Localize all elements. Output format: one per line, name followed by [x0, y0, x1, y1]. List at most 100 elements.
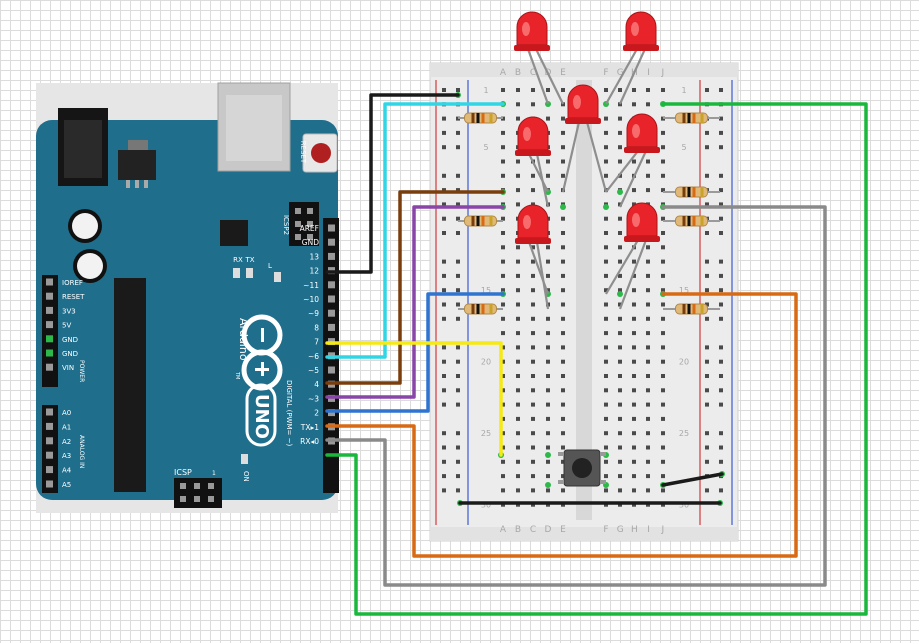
- digital-pin-label: ~6: [308, 352, 319, 361]
- analog-pin-socket[interactable]: [46, 408, 53, 416]
- digital-pin-socket[interactable]: [328, 252, 335, 260]
- breadboard-column-label: J: [660, 525, 664, 535]
- red-led: [515, 116, 551, 208]
- breadboard-column-label: B: [515, 525, 521, 535]
- analog-pin-socket[interactable]: [46, 466, 53, 474]
- red-led: [514, 11, 564, 105]
- analog-pin-label: A5: [62, 481, 71, 489]
- digital-pin-label: 4: [314, 380, 319, 389]
- digital-pin-label: 7: [314, 338, 319, 347]
- power-header: [42, 275, 58, 387]
- digital-pin-socket[interactable]: [328, 366, 335, 374]
- breadboard-column-label: A: [500, 68, 507, 78]
- arduino-uno-board: [36, 82, 339, 513]
- power-pin-label: 3V3: [62, 307, 76, 315]
- reset-button[interactable]: [302, 133, 338, 173]
- analog-pin-label: A0: [62, 409, 71, 417]
- breadboard-column-label: G: [617, 525, 624, 535]
- breadboard-column-label: A: [500, 525, 507, 535]
- power-pin-socket[interactable]: [46, 278, 53, 286]
- analog-pin-socket[interactable]: [46, 480, 53, 488]
- analog-pin-socket[interactable]: [46, 451, 53, 459]
- uno-badge: [245, 383, 277, 447]
- breadboard-column-label: B: [515, 68, 521, 78]
- wire-purple-pin6: [325, 205, 505, 399]
- digital-pin-label: ~11: [303, 281, 319, 290]
- red-led: [515, 204, 551, 310]
- digital-pin-socket[interactable]: [328, 323, 335, 331]
- power-pin-label: GND: [62, 350, 78, 358]
- icsp-header: [174, 478, 222, 508]
- digital-pin-label: AREF: [300, 224, 319, 233]
- wire-brown-pin7: [325, 190, 505, 385]
- digital-pin-label: ~5: [308, 366, 319, 375]
- digital-pin-label: 2: [314, 409, 319, 418]
- breadboard-column-label: D: [545, 525, 552, 535]
- digital-pin-socket[interactable]: [328, 295, 335, 303]
- red-led: [561, 84, 608, 193]
- on-label: ON: [242, 471, 250, 482]
- breadboard-column-label: C: [530, 525, 536, 535]
- power-pin-label: 5V: [62, 322, 71, 330]
- wire-gray-pin3: [325, 205, 827, 587]
- breadboard-row-label: 15: [481, 286, 491, 295]
- breadboard-column-label: H: [631, 525, 638, 535]
- analog-pin-label: A1: [62, 423, 71, 431]
- resistor: [458, 303, 503, 315]
- digital-header-label: DIGITAL (PWM= ~): [285, 380, 293, 446]
- analog-pin-label: A4: [62, 467, 72, 475]
- breadboard-column-label: G: [617, 68, 624, 78]
- rx-label: RX: [233, 256, 243, 264]
- pushbutton[interactable]: [558, 449, 606, 487]
- tx-label: TX: [244, 256, 254, 264]
- breadboard-row-label: 25: [679, 429, 689, 438]
- power-pin-label: IOREF: [62, 279, 83, 287]
- breadboard-column-label: E: [560, 525, 566, 535]
- arduino-logo: [241, 314, 283, 391]
- power-pin-label: VIN: [62, 364, 74, 372]
- power-pin-socket[interactable]: [46, 363, 53, 371]
- wire-black-gnd: [325, 93, 460, 274]
- resistor: [663, 186, 720, 198]
- icsp-label: ICSP: [174, 468, 192, 477]
- breadboard-column-label: I: [647, 525, 650, 535]
- digital-pin-label: ~9: [308, 309, 319, 318]
- wire-blue-pin5: [325, 292, 505, 413]
- breadboard-row-label: 30: [481, 501, 491, 510]
- power-pin-socket[interactable]: [46, 292, 53, 300]
- power-pin-socket[interactable]: [46, 349, 53, 357]
- wires: [325, 93, 868, 616]
- digital-pin-label: TX▸1: [300, 423, 319, 432]
- wire-black-button-jumper: [661, 472, 724, 487]
- wire-green-pin2: [325, 102, 868, 616]
- icsp-pin1-label: 1: [212, 470, 216, 477]
- wire-yellow-pin9: [325, 341, 503, 457]
- digital-pin-label: RX◂0: [300, 437, 319, 446]
- resistor: [458, 112, 503, 124]
- power-pin-label: RESET: [62, 293, 85, 301]
- digital-pin-socket[interactable]: [328, 281, 335, 289]
- analog-pin-label: A2: [62, 438, 71, 446]
- breadboard-row-label: 15: [679, 286, 689, 295]
- analog-pin-socket[interactable]: [46, 437, 53, 445]
- resistor: [663, 303, 720, 315]
- analog-header: [42, 405, 58, 493]
- wire-orange-pin4: [325, 292, 798, 558]
- uno-label: UNO: [251, 394, 272, 439]
- digital-pin-socket[interactable]: [328, 224, 335, 232]
- power-pin-socket[interactable]: [46, 306, 53, 314]
- analog-header-label: ANALOG IN: [78, 435, 85, 468]
- analog-pin-socket[interactable]: [46, 422, 53, 430]
- breadboard-column-label: F: [603, 525, 608, 535]
- breadboard-row-label: 20: [481, 358, 491, 367]
- breadboard-row-label: 30: [679, 501, 689, 510]
- power-pin-socket[interactable]: [46, 321, 53, 329]
- digital-pin-socket[interactable]: [328, 238, 335, 246]
- power-pin-socket[interactable]: [46, 335, 53, 343]
- resistor: [663, 112, 720, 124]
- digital-pin-socket[interactable]: [328, 309, 335, 317]
- digital-pin-label: ~10: [303, 295, 319, 304]
- breadboard-row-label: 25: [481, 429, 491, 438]
